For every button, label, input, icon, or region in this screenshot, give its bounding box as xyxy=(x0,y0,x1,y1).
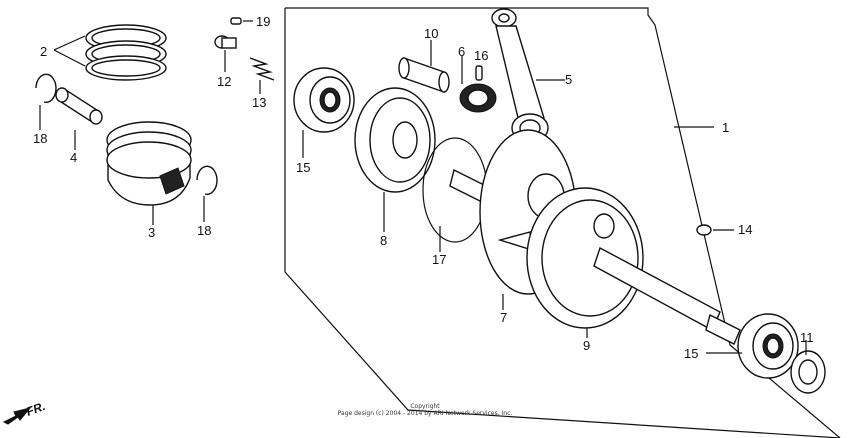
callout-1: 1 xyxy=(722,120,729,135)
copyright-title: Copyright xyxy=(410,403,440,410)
callout-5: 5 xyxy=(565,72,572,87)
connecting-rod xyxy=(491,8,549,143)
assembly-outline-left xyxy=(284,8,841,438)
piston xyxy=(106,121,192,206)
callout-11: 11 xyxy=(800,330,814,345)
key xyxy=(475,65,483,81)
small-pin xyxy=(230,17,242,25)
callout-13: 13 xyxy=(252,95,266,110)
callout-18-left: 18 xyxy=(33,131,47,146)
piston-rings xyxy=(85,24,167,81)
callout-6: 6 xyxy=(458,44,465,59)
callout-7: 7 xyxy=(500,310,507,325)
callout-15-lower: 15 xyxy=(684,346,698,361)
callout-2: 2 xyxy=(40,44,47,59)
callout-15-upper: 15 xyxy=(296,160,310,175)
woodruff-key xyxy=(696,224,712,236)
callout-18-right: 18 xyxy=(197,223,211,238)
callout-17: 17 xyxy=(432,252,446,267)
circlip-right xyxy=(196,165,218,195)
bearing-upper xyxy=(293,67,355,133)
spring xyxy=(249,57,275,81)
circlip-left xyxy=(35,73,57,103)
crank-pin xyxy=(398,57,450,93)
bearing-lower xyxy=(737,313,799,379)
callout-12: 12 xyxy=(217,74,231,89)
front-direction-arrow: FR. xyxy=(2,399,47,425)
crank-half-right xyxy=(526,187,741,345)
callout-8: 8 xyxy=(380,233,387,248)
thrust-washer xyxy=(354,87,436,193)
piston-pin xyxy=(55,87,103,125)
callout-14: 14 xyxy=(738,222,752,237)
callout-3: 3 xyxy=(148,225,155,240)
needle-bearing xyxy=(459,83,497,113)
sprocket xyxy=(790,350,826,394)
tensioner-bolt xyxy=(214,35,237,49)
callout-19: 19 xyxy=(256,14,270,29)
front-label: FR. xyxy=(24,399,47,419)
callout-9: 9 xyxy=(583,338,590,353)
callout-16: 16 xyxy=(474,48,488,63)
copyright-notice: Page design (c) 2004 - 2014 by ARI Netwo… xyxy=(337,410,513,417)
callout-4: 4 xyxy=(70,150,77,165)
callout-10: 10 xyxy=(424,26,438,41)
